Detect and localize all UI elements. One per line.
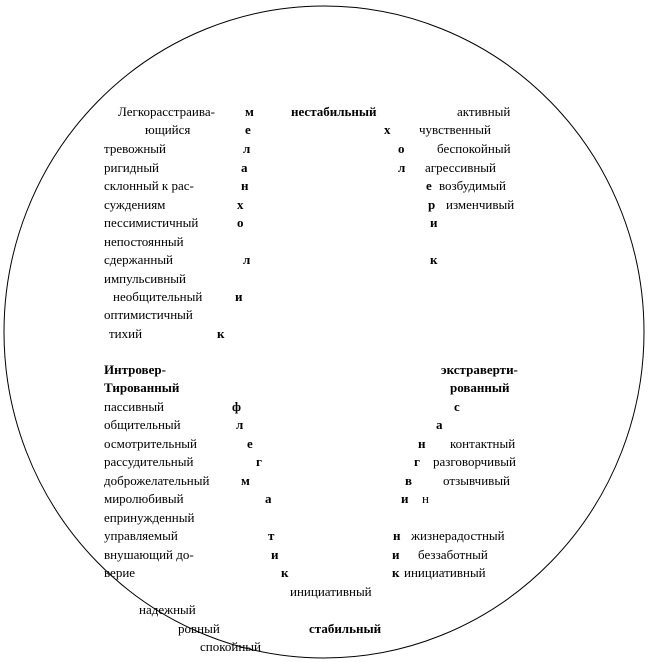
trait-unsociable: необщительный: [113, 289, 203, 304]
trait-contact: контактный: [450, 436, 516, 451]
phlegmatic-letter: а: [265, 491, 272, 506]
phlegmatic-letter: м: [241, 473, 250, 488]
choleric-letter: р: [428, 197, 436, 212]
trait-benevolent: доброжелательный: [104, 473, 210, 488]
sanguine-letter: к: [392, 565, 400, 580]
melancholic-letter: н: [241, 178, 249, 193]
phlegmatic-letter: т: [268, 528, 275, 543]
sanguine-letter: н: [418, 436, 426, 451]
trait-excitable: возбудимый: [439, 178, 506, 193]
phlegmatic-letter: л: [236, 417, 244, 432]
trait-changeable: изменчивый: [446, 197, 515, 212]
sanguine-letter: н: [393, 528, 401, 543]
introvert-label-line1: Интровер-: [104, 362, 166, 377]
sanguine-letter: а: [436, 417, 443, 432]
trait-anxious: тревожный: [104, 141, 166, 156]
trait-optimistic: оптимистичный: [104, 307, 193, 322]
trait-pessimistic: пессимистичный: [104, 215, 199, 230]
melancholic-letter: о: [237, 215, 244, 230]
trait-easily-upset-cont: ющийся: [145, 122, 191, 137]
introvert-label-line2: Тированный: [104, 380, 180, 395]
trait-easily-upset: Легкорасстраива-: [118, 104, 215, 119]
sanguine-letter: и: [392, 547, 400, 562]
melancholic-letter: л: [243, 252, 251, 267]
trait-rigid: ригидный: [104, 160, 160, 175]
phlegmatic-letter: е: [247, 436, 253, 451]
trait-prone-to-reasoning-cont: суждениям: [104, 197, 166, 212]
choleric-letter: к: [430, 252, 438, 267]
phlegmatic-letter: к: [281, 565, 289, 580]
trait-sociable: общительный: [104, 417, 181, 432]
trait-fragment: н: [422, 491, 429, 506]
phlegmatic-letter: ф: [232, 399, 241, 414]
trait-reserved: сдержанный: [104, 252, 174, 267]
trait-uninhibited: епринужденный: [104, 510, 195, 525]
trait-aggressive: агрессивный: [425, 160, 496, 175]
trait-carefree: беззаботный: [418, 547, 488, 562]
trait-reasonable: рассудительный: [104, 454, 194, 469]
trait-quiet: тихий: [109, 326, 143, 341]
trait-sensual: чувственный: [419, 122, 491, 137]
sanguine-letter: г: [414, 454, 420, 469]
trait-cheerful: жизнерадостный: [411, 528, 505, 543]
sanguine-letter: в: [405, 473, 413, 488]
extravert-label-line1: экстраверти-: [441, 362, 518, 377]
trait-active: активный: [457, 104, 511, 119]
melancholic-letter: х: [237, 197, 244, 212]
choleric-letter: е: [426, 178, 432, 193]
choleric-letter: л: [398, 160, 406, 175]
melancholic-letter: м: [245, 104, 254, 119]
trait-reliable: надежный: [139, 602, 196, 617]
unstable-label: нестабильный: [291, 104, 377, 119]
trait-restless: беспокойный: [437, 141, 511, 156]
trait-trustworthy: внушающий до-: [104, 547, 194, 562]
trait-talkative: разговорчивый: [433, 454, 516, 469]
melancholic-letter: а: [241, 160, 248, 175]
trait-passive: пассивный: [104, 399, 165, 414]
melancholic-letter: и: [235, 289, 243, 304]
stable-label: стабильный: [309, 621, 382, 636]
trait-even: ровный: [178, 621, 220, 636]
choleric-letter: х: [384, 122, 391, 137]
trait-impulsive: импульсивный: [104, 271, 186, 286]
trait-proactive: инициативный: [404, 565, 486, 580]
phlegmatic-letter: и: [271, 547, 279, 562]
sanguine-letter: с: [454, 399, 460, 414]
trait-responsive: отзывчивый: [443, 473, 511, 488]
trait-cautious: осмотрительный: [104, 436, 197, 451]
extravert-label-line2: рованный: [450, 380, 510, 395]
melancholic-letter: к: [217, 326, 225, 341]
trait-inconstant: непостоянный: [104, 234, 184, 249]
choleric-letter: о: [398, 141, 405, 156]
melancholic-letter: е: [245, 122, 251, 137]
trait-peaceful: миролюбивый: [104, 491, 184, 506]
trait-manageable: управляемый: [104, 528, 178, 543]
sanguine-letter: и: [401, 491, 409, 506]
phlegmatic-letter: г: [256, 454, 262, 469]
choleric-letter: и: [430, 215, 438, 230]
trait-proactive-bottom: инициативный: [290, 584, 372, 599]
trait-trustworthy-cont: верие: [104, 565, 136, 580]
trait-calm: спокойный: [200, 639, 261, 654]
trait-prone-to-reasoning: склонный к рас-: [104, 178, 194, 193]
melancholic-letter: л: [243, 141, 251, 156]
